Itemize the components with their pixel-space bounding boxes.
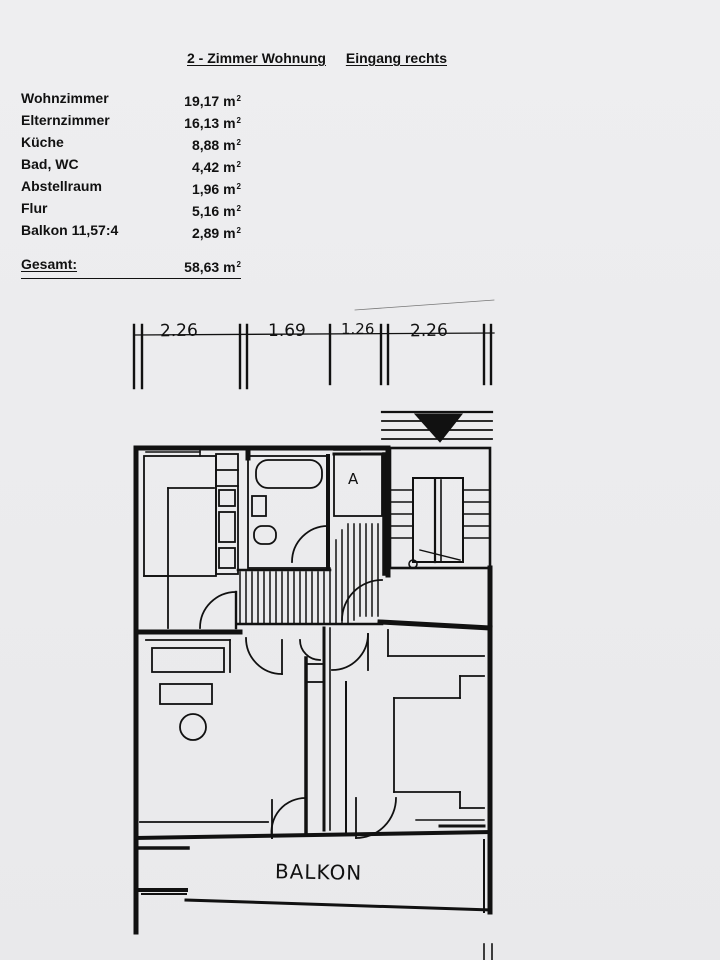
unit-superscript: 2	[236, 182, 241, 191]
area-row: Abstellraum 1,96 m2	[21, 177, 241, 199]
unit-superscript: 2	[236, 138, 241, 147]
room-area: 1,96 m	[191, 181, 236, 197]
dimension-label: 1.26	[341, 320, 375, 338]
area-row: Küche 8,88 m2	[21, 133, 241, 155]
unit-superscript: 2	[236, 226, 241, 235]
room-name: Elternzimmer	[21, 112, 110, 128]
unit-superscript: 2	[236, 116, 241, 125]
hallway-hatching	[236, 523, 384, 626]
room-area: 16,13 m	[184, 115, 236, 131]
window-marks	[145, 447, 493, 960]
room-area: 8,88 m	[191, 137, 236, 153]
bathroom	[247, 454, 330, 570]
room-area: 4,42 m	[191, 159, 236, 175]
dimension-chain	[132, 299, 495, 390]
area-row: Bad, WC 4,42 m2	[21, 155, 241, 177]
outer-walls	[133, 445, 493, 935]
total-area: 58,63 m	[184, 259, 236, 275]
unit-superscript: 2	[236, 160, 241, 169]
area-row: Balkon 11,57:4 2,89 m2	[21, 221, 241, 243]
room-area: 19,17 m	[184, 93, 236, 109]
apartment-title: 2 - Zimmer Wohnung	[187, 50, 326, 66]
unit-superscript: 2	[236, 260, 241, 269]
room-area: 2,89 m	[191, 225, 236, 241]
living-room	[139, 637, 321, 840]
balcony	[134, 839, 485, 932]
area-row: Elternzimmer 16,13 m2	[21, 111, 241, 133]
corridor-wall	[305, 626, 397, 839]
dimension-label: 2.26	[409, 320, 449, 342]
dimension-label: 2.26	[159, 320, 199, 342]
kitchen	[143, 453, 239, 630]
staircase	[380, 410, 494, 570]
storage-room	[332, 452, 386, 576]
bedroom	[387, 629, 486, 828]
balcony-label: BALKON	[274, 859, 363, 885]
unit-superscript: 2	[236, 94, 241, 103]
room-name: Balkon 11,57:4	[21, 222, 119, 238]
dimension-label: 1.69	[268, 321, 306, 341]
room-name: Flur	[21, 200, 48, 216]
area-row: Wohnzimmer 19,17 m2	[21, 89, 241, 111]
room-area: 5,16 m	[191, 203, 236, 219]
area-row: Flur 5,16 m2	[21, 199, 241, 221]
total-row: Gesamt: 58,63 m2	[21, 255, 241, 279]
room-name: Abstellraum	[21, 178, 102, 194]
total-label: Gesamt:	[21, 256, 78, 272]
room-name: Wohnzimmer	[21, 90, 109, 106]
entrance-note: Eingang rechts	[345, 50, 447, 66]
room-name: Bad, WC	[21, 156, 79, 172]
area-table: Wohnzimmer 19,17 m2 Elternzimmer 16,13 m…	[21, 89, 241, 279]
unit-superscript: 2	[236, 204, 241, 213]
room-name: Küche	[21, 134, 64, 150]
storage-room-label: A	[348, 470, 359, 488]
page-header: 2 - Zimmer Wohnung Eingang rechts	[187, 50, 447, 66]
